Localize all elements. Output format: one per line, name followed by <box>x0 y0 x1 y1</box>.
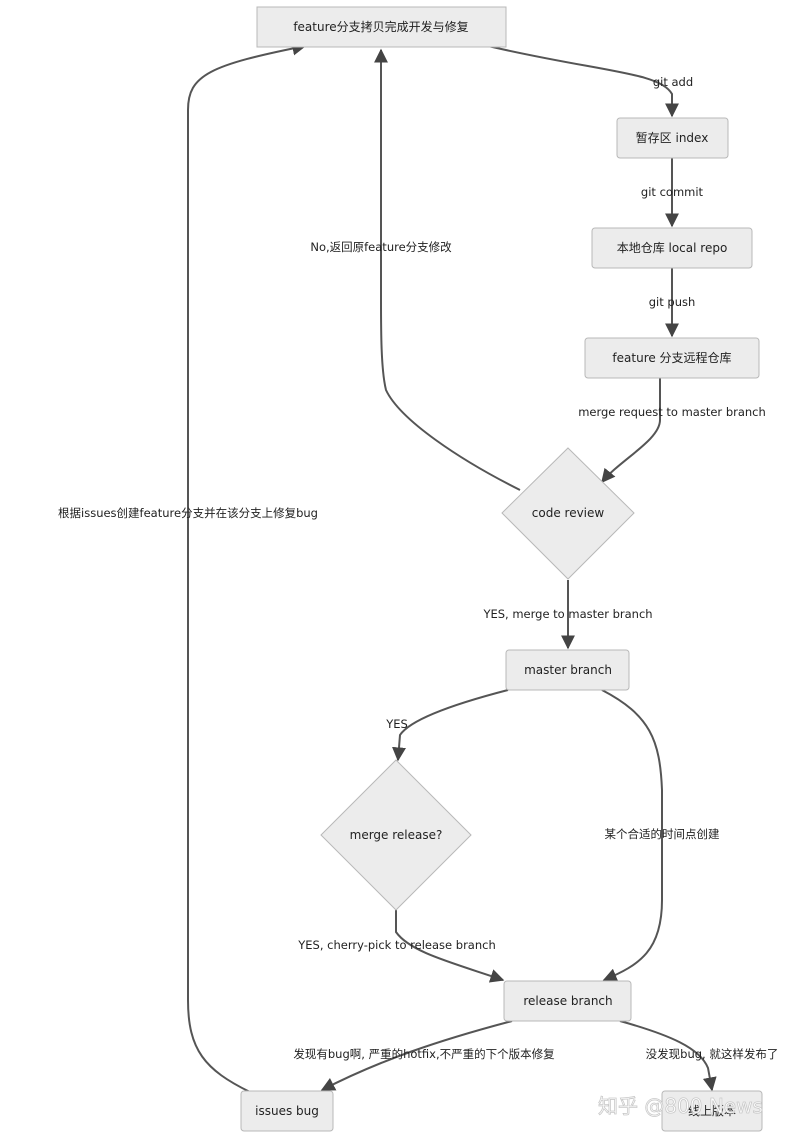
label-yes-merge: YES, merge to master branch <box>482 607 652 621</box>
edge-merge-release-to-release <box>395 910 505 983</box>
label-git-commit: git commit <box>641 185 704 199</box>
edge-master-to-merge-release <box>392 689 509 762</box>
edge-issues-to-feature <box>187 41 307 1093</box>
node-code-review: code review <box>501 447 635 580</box>
node-feature-done-label: feature分支拷贝完成开发与修复 <box>293 19 468 34</box>
node-issues-bug: issues bug <box>240 1090 334 1132</box>
label-git-add: git add <box>653 75 693 89</box>
node-code-review-label: code review <box>532 506 605 520</box>
node-local-repo-label: 本地仓库 local repo <box>617 240 728 255</box>
label-timed-create: 某个合适的时间点创建 <box>605 827 720 841</box>
node-local-repo: 本地仓库 local repo <box>591 227 753 269</box>
node-release: release branch <box>503 980 632 1022</box>
node-online-label: 线上版本 <box>688 1104 736 1118</box>
node-release-label: release branch <box>523 994 612 1008</box>
node-master: master branch <box>505 649 630 691</box>
watermark: 知乎 @800 News <box>598 1094 763 1118</box>
edge-feature-to-staging <box>487 45 679 118</box>
label-found-bug: 发现有bug啊, 严重的hotfix,不严重的下个版本修复 <box>293 1047 555 1061</box>
edge-master-to-release <box>601 689 663 982</box>
label-no-back: No,返回原feature分支修改 <box>310 240 452 254</box>
label-yes: YES <box>385 717 408 731</box>
node-merge-release-label: merge release? <box>350 828 443 842</box>
node-feature-done: feature分支拷贝完成开发与修复 <box>256 6 507 48</box>
label-no-bug: 没发现bug, 就这样发布了 <box>646 1047 779 1061</box>
label-git-push: git push <box>649 295 696 309</box>
edge-release-to-issues <box>320 1020 513 1091</box>
node-issues-bug-label: issues bug <box>255 1104 319 1118</box>
label-merge-request: merge request to master branch <box>578 405 766 419</box>
node-online: 线上版本 <box>661 1090 763 1132</box>
edge-release-to-online <box>619 1020 717 1092</box>
node-merge-release: merge release? <box>320 759 472 911</box>
node-feature-remote-label: feature 分支远程仓库 <box>612 350 731 365</box>
node-staging-label: 暂存区 index <box>636 131 709 145</box>
label-issues-feature: 根据issues创建feature分支并在该分支上修复bug <box>58 506 318 520</box>
node-master-label: master branch <box>524 663 612 677</box>
edge-review-no-back <box>374 48 521 491</box>
node-feature-remote: feature 分支远程仓库 <box>584 337 760 379</box>
label-cherry-pick: YES, cherry-pick to release branch <box>297 938 496 952</box>
node-staging: 暂存区 index <box>616 117 729 159</box>
edge-remote-to-review <box>601 378 661 484</box>
